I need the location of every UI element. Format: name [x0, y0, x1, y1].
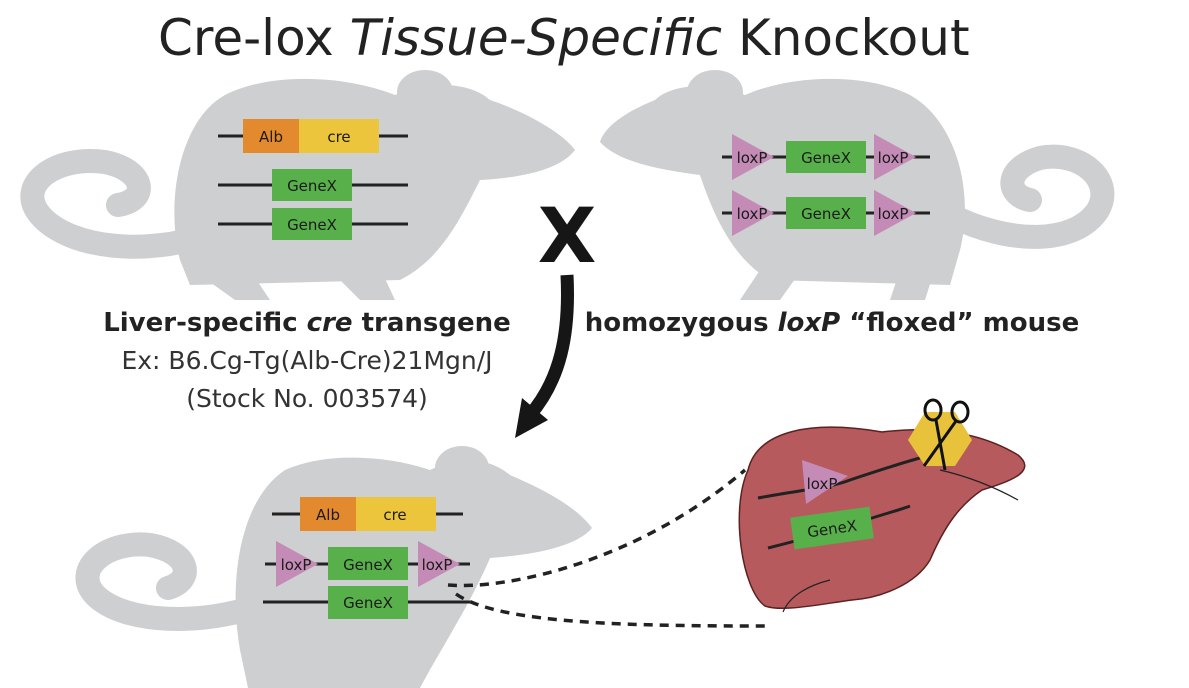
- cre-mouse-body: [174, 78, 575, 285]
- floxed-mouse-body: [600, 78, 965, 285]
- svg-text:GeneX: GeneX: [287, 216, 337, 234]
- cre-mouse-tail: [20, 149, 217, 259]
- alb-label: Alb: [316, 506, 340, 524]
- cre-box: [299, 119, 379, 153]
- loxp-label: loxP: [737, 205, 768, 223]
- floxed-mouse-feet: [740, 268, 935, 300]
- liver-dna-strand-1: [757, 456, 921, 500]
- zoom-lines: [447, 468, 771, 628]
- cross-symbol: X: [538, 191, 597, 280]
- cre-label: cre: [327, 128, 350, 146]
- cross-arrow: [515, 274, 574, 438]
- loxp-label: loxP: [422, 556, 453, 574]
- loxp-label: loxP: [878, 149, 909, 167]
- floxed-mouse-tail: [938, 144, 1115, 249]
- genex-label: GeneX: [343, 594, 393, 612]
- floxed-mouse: [600, 70, 1115, 300]
- floxed-allele-2: loxP GeneX loxP: [722, 190, 930, 236]
- cre-mouse-ear: [397, 70, 453, 114]
- offspring-mouse-tail: [75, 532, 272, 631]
- cre-mouse-stock: (Stock No. 003574): [186, 384, 428, 413]
- loxp-label: loxP: [737, 149, 768, 167]
- loxp-label: loxP: [281, 556, 312, 574]
- cre-transgene-construct: Alb cre: [218, 119, 408, 153]
- cre-mouse-genex-1: GeneX: [218, 169, 408, 201]
- offspring-genex-allele: GeneX: [263, 586, 470, 619]
- cre-mouse-caption: Liver-specific cre transgene: [103, 308, 511, 338]
- cre-mouse-genex-2: GeneX: [218, 208, 408, 240]
- offspring-cre-construct: Alb cre: [272, 497, 463, 531]
- cre-label: cre: [383, 506, 406, 524]
- liver-shape: [738, 426, 1026, 610]
- cre-mouse-example: Ex: B6.Cg-Tg(Alb-Cre)21Mgn/J: [121, 346, 492, 375]
- alb-label: Alb: [259, 128, 283, 146]
- floxed-mouse-ear: [687, 70, 743, 114]
- svg-text:GeneX: GeneX: [287, 177, 337, 195]
- genex-label: GeneX: [801, 149, 851, 167]
- genex-label: GeneX: [801, 205, 851, 223]
- liver-genex-box: GeneX: [790, 506, 874, 550]
- floxed-allele-1: loxP GeneX loxP: [722, 134, 930, 180]
- offspring-floxed-allele: loxP GeneX loxP: [265, 541, 470, 587]
- diagram-title: Cre-lox Tissue-Specific Knockout: [158, 9, 970, 67]
- loxp-label: loxP: [878, 205, 909, 223]
- liver-loxp-label: loxP: [807, 475, 838, 493]
- liver-lobe-line: [782, 469, 1019, 613]
- offspring-mouse-ear: [435, 446, 489, 490]
- cre-mouse-feet: [200, 268, 395, 300]
- genex-label: GeneX: [343, 556, 393, 574]
- scissors-icon: [922, 398, 970, 471]
- floxed-mouse-caption: homozygous loxP “floxed” mouse: [585, 308, 1080, 338]
- alb-promoter-box: [243, 119, 299, 153]
- liver-loxp-triangle: [802, 460, 848, 504]
- liver: loxP GeneX: [738, 398, 1026, 613]
